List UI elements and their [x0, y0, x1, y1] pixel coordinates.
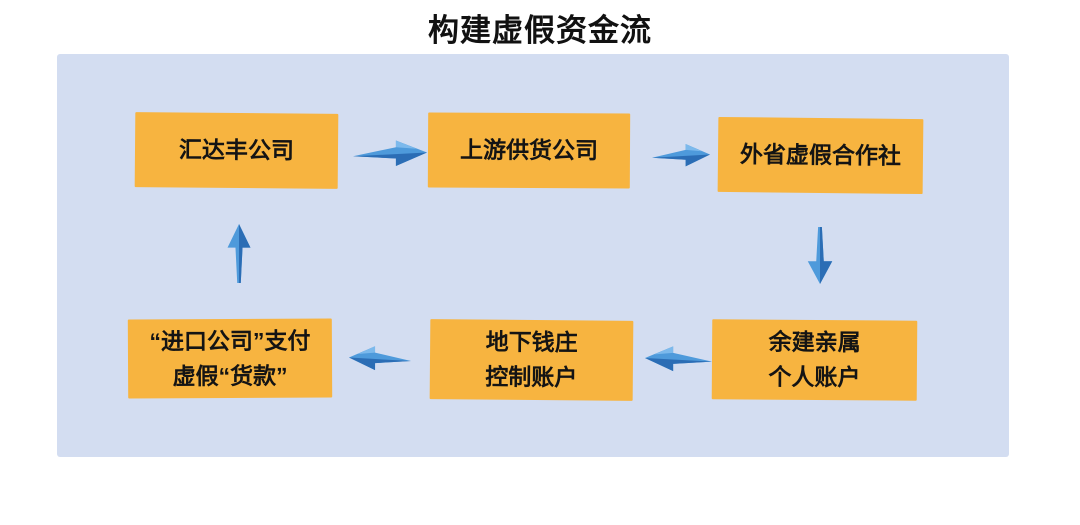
node-upstream-supplier: 上游供货公司	[427, 112, 631, 189]
node-out-province-fake-coop: 外省虚假合作社	[717, 116, 924, 195]
node-label-line1: 地下钱庄	[485, 328, 578, 356]
node-label-line2: 虚假“货款”	[172, 362, 288, 389]
node-label-line1: 余建亲属	[768, 328, 861, 356]
flow-arrow-down-icon	[804, 227, 836, 284]
node-label-line1: “进口公司”支付	[149, 327, 311, 354]
flow-arrow-left-icon	[349, 342, 411, 373]
diagram-title: 构建虚假资金流	[428, 13, 652, 48]
node-label: 外省虚假合作社	[739, 141, 902, 169]
node-import-company-payment: “进口公司”支付 虚假“货款”	[127, 318, 333, 399]
node-underground-bank-account: 地下钱庄 控制账户	[429, 319, 634, 401]
node-label: 汇达丰公司	[178, 136, 295, 164]
node-label: 上游供货公司	[459, 136, 599, 164]
flow-arrow-left-icon	[645, 342, 712, 374]
flow-arrow-right-icon	[652, 140, 710, 169]
node-huidafeng-company: 汇达丰公司	[134, 112, 339, 189]
node-label-line2: 控制账户	[485, 363, 578, 391]
flow-arrow-up-icon	[224, 224, 254, 283]
node-label-line2: 个人账户	[768, 363, 861, 391]
node-yujian-relatives-account: 余建亲属 个人账户	[711, 319, 918, 401]
flow-arrow-right-icon	[353, 136, 427, 169]
